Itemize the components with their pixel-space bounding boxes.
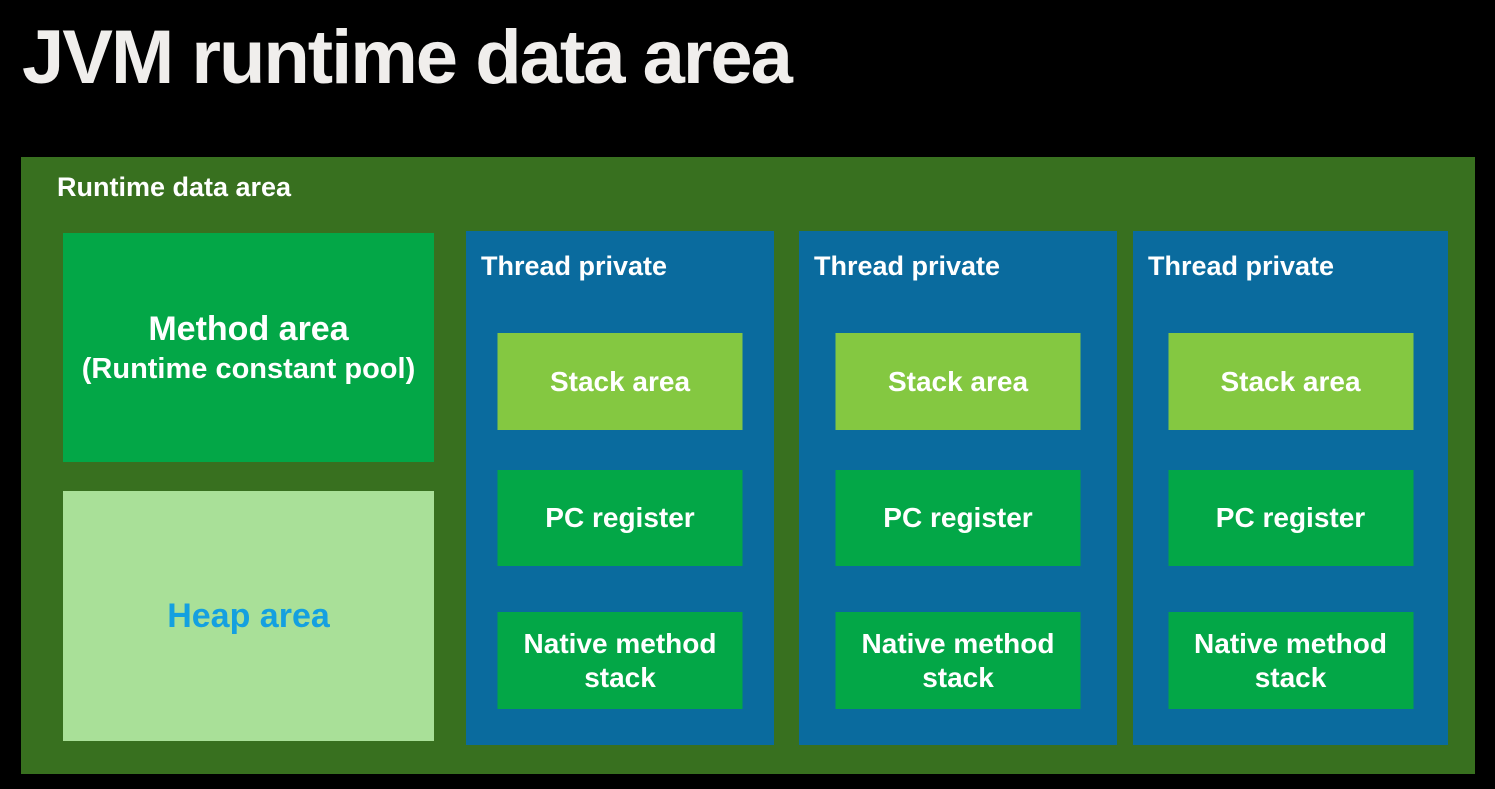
pc-register-box: PC register [497,470,743,566]
pc-register-box: PC register [835,470,1081,566]
thread-private-column-1: Thread private Stack area PC register Na… [466,231,774,745]
runtime-constant-pool-subtitle: (Runtime constant pool) [81,352,416,385]
native-method-stack-box: Native method stack [835,612,1081,709]
thread-private-label: Thread private [1148,251,1335,281]
runtime-data-area: Runtime data area Method area (Runtime c… [21,157,1475,774]
thread-private-column-3: Thread private Stack area PC register Na… [1133,231,1448,745]
stack-area-box: Stack area [497,333,743,430]
thread-private-label: Thread private [814,251,1001,281]
runtime-data-area-label: Runtime data area [57,172,292,202]
stack-area-box: Stack area [1168,333,1413,430]
pc-register-box: PC register [1168,470,1413,566]
thread-private-label: Thread private [481,251,668,281]
stack-area-box: Stack area [835,333,1081,430]
method-area-title: Method area [148,310,349,349]
page-title: JVM runtime data area [22,15,793,100]
thread-private-column-2: Thread private Stack area PC register Na… [799,231,1117,745]
native-method-stack-box: Native method stack [497,612,743,709]
heap-area-box: Heap area [63,491,434,741]
method-area-box: Method area (Runtime constant pool) [63,233,434,462]
native-method-stack-box: Native method stack [1168,612,1413,709]
heap-area-label: Heap area [167,596,330,635]
